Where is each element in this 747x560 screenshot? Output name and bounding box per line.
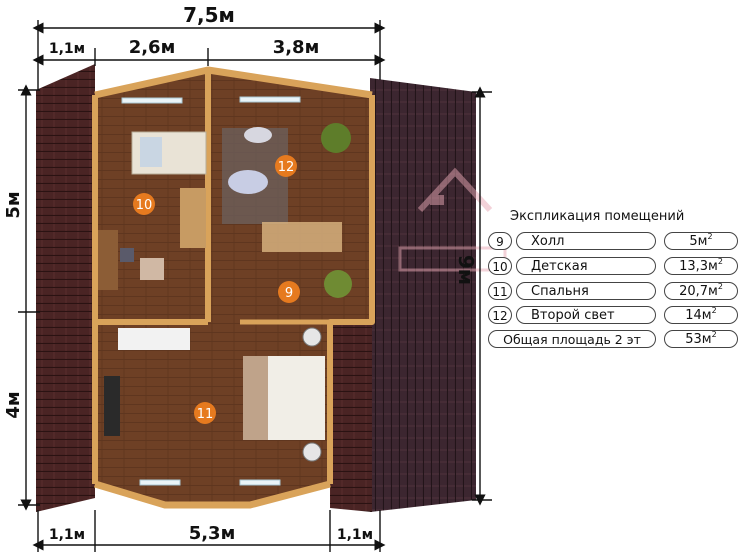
legend-row: 12 Второй свет 14м2 [488, 306, 744, 326]
legend-total-area: 53м2 [664, 330, 738, 348]
legend-row-area: 14м2 [664, 306, 738, 324]
room-marker-11-label: 11 [197, 407, 214, 422]
legend-row-area: 13,3м2 [664, 257, 738, 275]
legend-row-name: Детская [516, 257, 656, 275]
legend-row-number: 12 [488, 306, 512, 324]
legend-row: 10 Детская 13,3м2 [488, 257, 744, 277]
legend-row: 9 Холл 5м2 [488, 232, 744, 252]
room-marker-11 [194, 402, 216, 424]
roof-right [370, 78, 476, 512]
dim-bottom-right: 1,1м [337, 527, 373, 543]
dimension-lines [18, 20, 492, 552]
legend-row-number: 10 [488, 257, 512, 275]
room-markers: 10 12 9 11 [133, 155, 300, 424]
legend-total-row: Общая площадь 2 эт 53м2 [488, 330, 744, 350]
dimension-labels: 7,5м 1,1м 2,6м 3,8м 5м 4м 9м 1,1м 5,3м 1… [3, 3, 478, 544]
roof-bottom-right [330, 300, 372, 512]
legend-row-area: 20,7м2 [664, 282, 738, 300]
walls [92, 66, 375, 509]
legend-row-number: 9 [488, 232, 512, 250]
dim-top-mid: 2,6м [129, 37, 176, 58]
furniture-second-light [222, 123, 352, 298]
furniture-kids-room [98, 131, 207, 290]
legend-row-name: Второй свет [516, 306, 656, 324]
dim-right-total: 9м [454, 255, 478, 285]
legend-row-area: 5м2 [664, 232, 738, 250]
furniture-bedroom [104, 327, 325, 462]
room-marker-12-label: 12 [278, 160, 295, 175]
dim-top-total: 7,5м [183, 3, 235, 27]
dim-top-left: 1,1м [49, 41, 85, 57]
legend-title: Экспликация помещений [510, 209, 685, 224]
dim-top-right: 3,8м [273, 37, 320, 58]
room-marker-9-label: 9 [285, 286, 293, 301]
legend-row-number: 11 [488, 282, 512, 300]
legend-row: 11 Спальня 20,7м2 [488, 282, 744, 302]
legend-row-name: Спальня [516, 282, 656, 300]
room-marker-9 [278, 281, 300, 303]
dim-left-upper: 5м [3, 191, 24, 218]
dim-bottom-left: 1,1м [49, 527, 85, 543]
roof-left [36, 64, 95, 512]
legend-total-name: Общая площадь 2 эт [488, 330, 656, 348]
room-marker-12 [275, 155, 297, 177]
windows [121, 96, 301, 486]
room-marker-10-label: 10 [136, 198, 153, 213]
dim-left-lower: 4м [3, 391, 24, 418]
dim-bottom-mid: 5,3м [189, 523, 236, 544]
room-marker-10 [133, 193, 155, 215]
legend-row-name: Холл [516, 232, 656, 250]
